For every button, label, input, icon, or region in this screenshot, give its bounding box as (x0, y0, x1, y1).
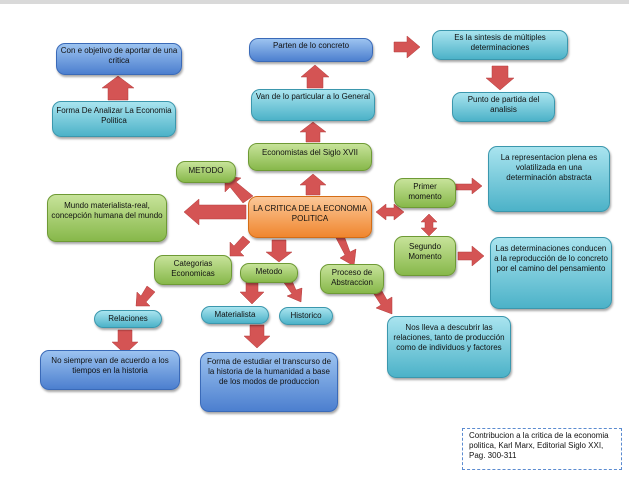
node-segundo-momento: Segundo Momento (394, 236, 456, 276)
node-sintesis: Es la sintesis de múltiples determinacio… (432, 30, 568, 60)
node-no-siempre: No siempre van de acuerdo a los tiempos … (40, 350, 180, 390)
arrow-up-left (224, 175, 254, 204)
node-metodo: Metodo (240, 263, 298, 283)
arrow-double (420, 213, 438, 237)
arrow-right (457, 245, 485, 267)
node-determinaciones: Las determinaciones conducen a la reprod… (490, 237, 612, 309)
node-con-objetivo: Con e objetivo de aportar de una critica (56, 43, 182, 75)
node-metodo-top: METODO (176, 161, 236, 183)
arrow-down (243, 324, 271, 349)
arrow-down (485, 65, 515, 91)
node-categorias: Categorias Economicas (154, 255, 232, 285)
arrow-down-left (135, 285, 156, 307)
citation-box: Contribucion a la critica de la economia… (462, 428, 622, 470)
arrow-up (299, 173, 327, 196)
arrow-down (239, 281, 265, 305)
node-mundo: Mundo materialista-real, concepción huma… (47, 194, 167, 242)
arrow-right (454, 177, 483, 195)
arrow-up (101, 75, 135, 101)
arrow-down-left (229, 235, 251, 257)
node-materialista: Materialista (201, 306, 269, 324)
node-critica: LA CRITICA DE LA ECONOMIA POLITICA (248, 196, 372, 238)
node-punto-partida: Punto de partida del analisis (452, 92, 555, 122)
node-nos-lleva: Nos lleva a descubrir las relaciones, ta… (387, 316, 511, 378)
node-relaciones: Relaciones (94, 310, 162, 328)
node-proceso: Proceso de Abstraccion (320, 264, 384, 294)
arrow-up (299, 121, 327, 143)
arrow-up (300, 64, 330, 89)
node-parten-concreto: Parten de lo concreto (249, 38, 373, 62)
node-primer-momento: Primer momento (394, 178, 456, 208)
node-particular-general: Van de lo particular a lo General (251, 89, 375, 121)
top-border (0, 0, 629, 4)
arrow-left (183, 198, 247, 226)
arrow-down (265, 239, 293, 263)
node-forma-analizar: Forma De Analizar La Economia Politica (52, 101, 176, 137)
node-historico: Historico (279, 307, 333, 325)
arrow-down (111, 329, 139, 355)
node-forma-estudiar: Forma de estudiar el transcurso de la hi… (200, 352, 338, 412)
node-economistas: Economistas del Siglo XVII (248, 143, 372, 171)
arrow-right (393, 35, 421, 59)
node-representacion: La representacion plena es volatilizada … (488, 146, 610, 212)
arrow-double (375, 203, 405, 221)
